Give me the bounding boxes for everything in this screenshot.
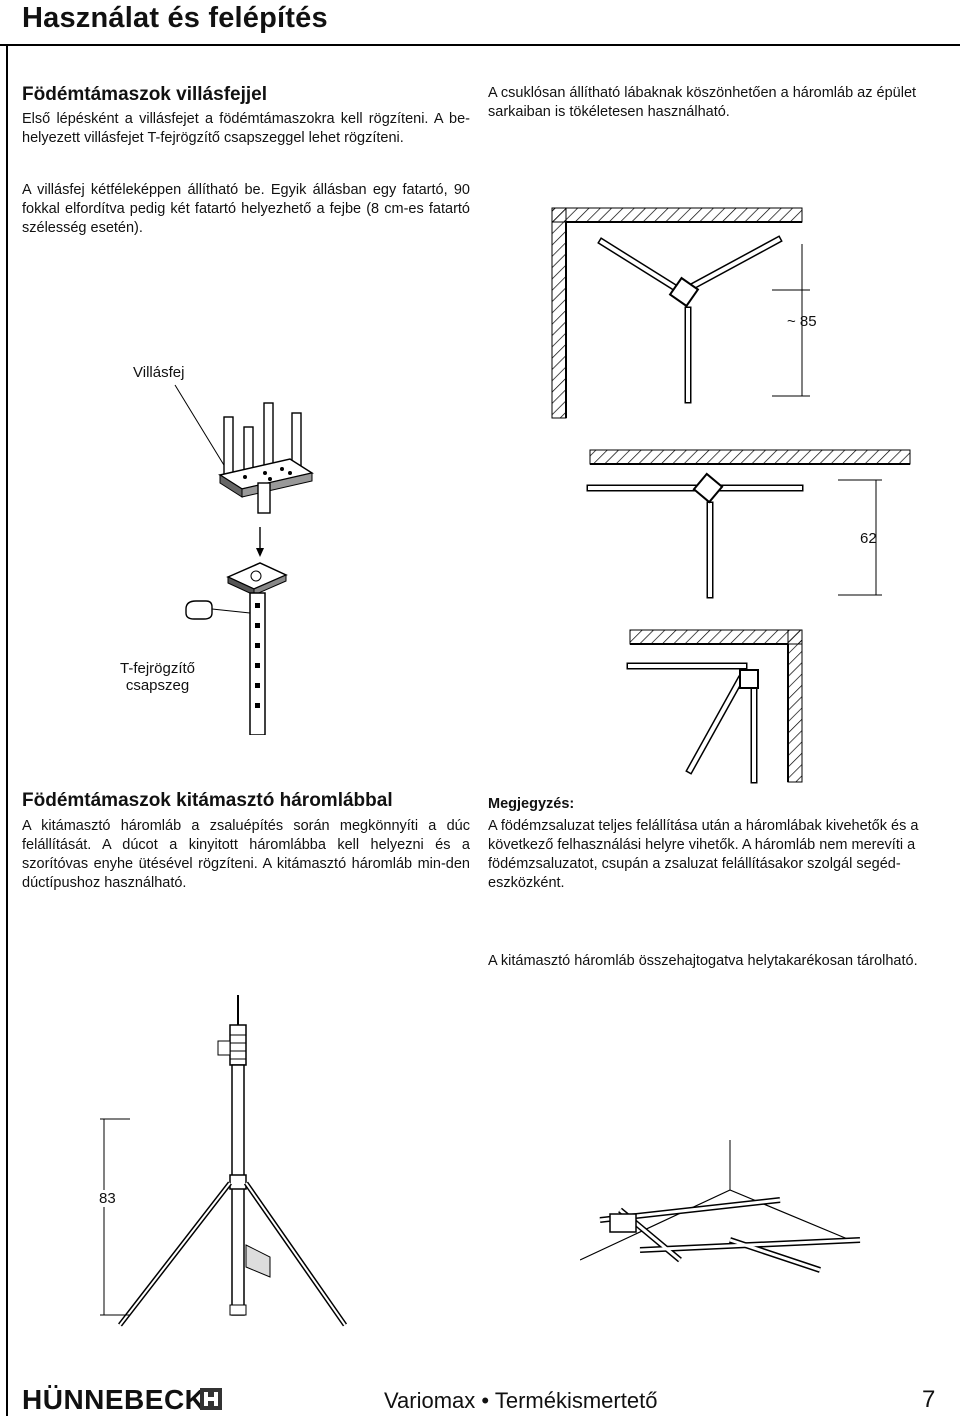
corner-intro: A csuklósan állítható lábaknak köszönhet… bbox=[488, 85, 917, 120]
section2-heading: Födémtámaszok kitámasztó háromlábbal bbox=[22, 790, 393, 811]
corner-diagrams bbox=[551, 207, 911, 784]
footer-brand: HÜNNEBECK bbox=[22, 1384, 206, 1415]
fork-head-figure bbox=[174, 384, 314, 735]
page-title: Használat és felépítés bbox=[22, 2, 328, 34]
corner-diagram-3 bbox=[626, 629, 803, 784]
section1-para1: Első lépésként a villásfejet a födémtáma… bbox=[22, 111, 470, 146]
footer-series-name: Variomax bbox=[384, 1388, 476, 1413]
label-fork-head: Villásfej bbox=[133, 364, 185, 381]
corner-diagram-2 bbox=[586, 449, 911, 599]
left-margin-rule bbox=[6, 44, 8, 1416]
header-rule bbox=[0, 44, 960, 46]
dimension-85: ~ 85 bbox=[787, 313, 817, 330]
footer-doc-type: Termékismertető bbox=[494, 1388, 658, 1413]
storage-text: A kitámasztó háromláb összehajtogatva he… bbox=[488, 953, 918, 969]
section1-para2: A villásfej kétféleképpen állítható be. … bbox=[22, 182, 470, 236]
label-pin-line2: csapszeg bbox=[125, 677, 190, 694]
note-heading: Megjegyzés: bbox=[488, 796, 575, 812]
note-text: A födémzsaluzat teljes felállítása után … bbox=[488, 818, 919, 891]
dimension-83: 83 bbox=[99, 1190, 116, 1207]
section2-para: A kitámasztó háromláb a zsaluépítés sorá… bbox=[22, 818, 470, 891]
section1-heading: Födémtámaszok villásfejjel bbox=[22, 84, 267, 105]
tripod-figure bbox=[100, 995, 348, 1327]
footer-bullet: • bbox=[481, 1388, 490, 1413]
brand-logo-icon bbox=[200, 1388, 222, 1410]
page-number: 7 bbox=[922, 1386, 936, 1413]
dimension-62: 62 bbox=[860, 530, 877, 547]
footer-series: Variomax • Termékismertető bbox=[384, 1388, 657, 1414]
folded-tripod-figure bbox=[580, 1140, 861, 1273]
corner-diagram-1 bbox=[551, 207, 810, 419]
label-pin: T-fejrögzítő csapszeg bbox=[120, 660, 195, 694]
fork-leader-line bbox=[174, 384, 231, 476]
pin-shape bbox=[185, 600, 213, 620]
label-pin-line1: T-fejrögzítő bbox=[120, 660, 196, 677]
